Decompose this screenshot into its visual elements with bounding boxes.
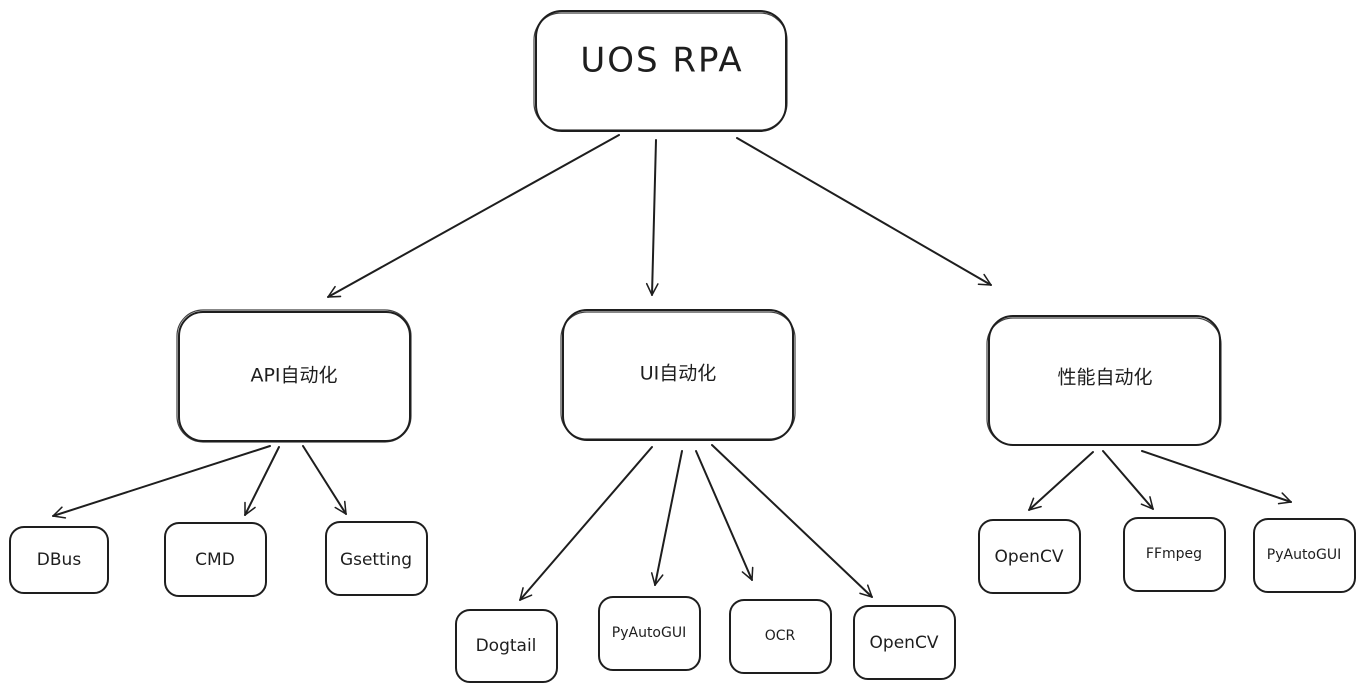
edge-api-dbus xyxy=(52,445,271,519)
node-dogtail[interactable]: Dogtail xyxy=(455,609,558,683)
node-gsetting[interactable]: Gsetting xyxy=(325,521,428,596)
node-pyautogui-ui[interactable]: PyAutoGUI xyxy=(598,596,701,671)
node-opencv-perf-label: OpenCV xyxy=(995,547,1064,567)
edge-root-api xyxy=(327,134,620,298)
node-dbus-label: DBus xyxy=(37,550,82,570)
node-ui-label: UI自动化 xyxy=(640,363,717,385)
node-ui[interactable]: UI自动化 xyxy=(560,309,796,441)
edge-perf-pyautogui xyxy=(1141,450,1292,505)
node-root[interactable]: UOS RPA xyxy=(533,10,788,132)
node-gsetting-label: Gsetting xyxy=(340,550,412,570)
node-pyautogui-perf[interactable]: PyAutoGUI xyxy=(1253,518,1356,593)
node-root-label: UOS RPA xyxy=(580,41,743,81)
edge-ui-pyautogui xyxy=(650,450,683,586)
node-perf[interactable]: 性能自动化 xyxy=(986,315,1222,446)
node-opencv-ui[interactable]: OpenCV xyxy=(853,605,956,680)
nodes-layer: UOS RPA API自动化 UI自动化 性能自动化 DBus CMD xyxy=(9,10,1356,683)
node-cmd[interactable]: CMD xyxy=(164,522,267,597)
edge-root-ui xyxy=(645,139,659,296)
edge-ui-dogtail xyxy=(519,446,653,601)
node-opencv-perf[interactable]: OpenCV xyxy=(978,519,1081,594)
edge-api-cmd xyxy=(244,446,280,516)
edge-api-gsetting xyxy=(302,445,347,515)
node-ffmpeg-label: FFmpeg xyxy=(1146,546,1202,562)
node-dogtail-label: Dogtail xyxy=(476,636,537,656)
edge-ui-opencv xyxy=(711,444,873,598)
edges-layer xyxy=(52,134,1292,601)
edge-perf-opencv xyxy=(1028,451,1094,511)
node-pyautogui-ui-label: PyAutoGUI xyxy=(612,625,686,641)
node-ffmpeg[interactable]: FFmpeg xyxy=(1123,517,1226,592)
node-perf-label: 性能自动化 xyxy=(1057,367,1152,389)
node-api[interactable]: API自动化 xyxy=(176,309,412,443)
node-ocr-label: OCR xyxy=(765,628,796,644)
node-api-label: API自动化 xyxy=(250,365,337,387)
edge-root-perf xyxy=(736,137,992,286)
node-dbus[interactable]: DBus xyxy=(9,526,109,594)
edge-perf-ffmpeg xyxy=(1102,450,1154,510)
node-pyautogui-perf-label: PyAutoGUI xyxy=(1267,547,1341,563)
node-ocr[interactable]: OCR xyxy=(729,599,832,674)
node-cmd-label: CMD xyxy=(195,550,235,570)
node-opencv-ui-label: OpenCV xyxy=(870,633,939,653)
edge-ui-ocr xyxy=(695,450,754,581)
